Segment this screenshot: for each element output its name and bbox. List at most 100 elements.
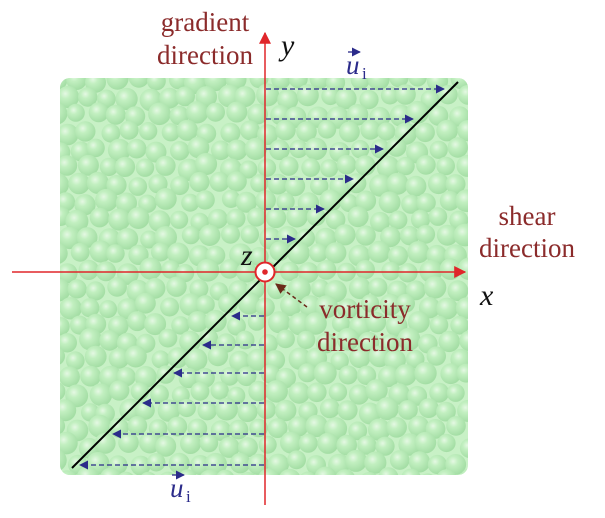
particle-sphere [427, 172, 450, 195]
z-axis-label: z [240, 239, 253, 272]
particle-sphere [416, 155, 436, 175]
particle-sphere [116, 228, 139, 250]
particle-sphere [288, 312, 312, 336]
particle-sphere [147, 453, 166, 472]
particle-sphere [427, 454, 447, 475]
particle-sphere [414, 431, 437, 454]
particle-sphere [157, 399, 181, 422]
u-bottom-symbol: u [170, 473, 184, 503]
particle-sphere [297, 363, 317, 383]
particle-sphere [60, 123, 79, 146]
particle-sphere [288, 78, 308, 89]
gradient-direction-label-line2: direction [157, 40, 253, 70]
particle-sphere [170, 141, 190, 161]
particle-sphere [428, 207, 448, 226]
particle-sphere [301, 158, 321, 178]
particle-sphere [197, 401, 217, 421]
particle-sphere [348, 384, 370, 405]
particle-sphere [459, 330, 468, 352]
particle-sphere [365, 311, 387, 333]
particle-sphere [158, 328, 178, 348]
particle-sphere [187, 311, 209, 332]
particle-sphere [204, 309, 227, 333]
particle-sphere [317, 120, 337, 139]
u-bottom-subscript: i [186, 487, 191, 506]
particle-sphere [258, 334, 278, 354]
particle-sphere [405, 175, 427, 197]
particle-sphere [335, 87, 357, 110]
particle-sphere [388, 210, 408, 230]
particle-sphere [86, 281, 106, 301]
particle-sphere [206, 102, 225, 122]
particle-sphere [128, 78, 150, 88]
particle-sphere [234, 86, 256, 108]
particle-sphere [267, 418, 288, 438]
particle-sphere [380, 226, 401, 248]
particle-sphere [128, 244, 149, 265]
particle-sphere [386, 137, 407, 157]
particle-sphere [275, 399, 297, 422]
particle-sphere [286, 206, 308, 228]
particle-sphere [99, 330, 120, 351]
particle-sphere [107, 138, 131, 162]
particle-sphere [256, 83, 280, 107]
x-axis-label: x [479, 279, 494, 312]
particle-sphere [336, 434, 358, 456]
particle-sphere [107, 277, 127, 297]
particle-sphere [398, 400, 418, 420]
particle-sphere [265, 380, 288, 403]
particle-sphere [226, 171, 247, 192]
particle-sphere [355, 190, 377, 212]
particle-sphere [221, 224, 240, 244]
particle-sphere [408, 451, 431, 473]
particle-sphere [445, 174, 466, 195]
particle-sphere [155, 155, 176, 176]
particle-sphere [247, 312, 266, 331]
particle-sphere [360, 119, 381, 140]
particle-sphere [277, 89, 299, 111]
particle-sphere [368, 240, 391, 263]
particle-sphere [89, 207, 110, 228]
particle-sphere [401, 194, 421, 214]
particle-sphere [447, 280, 468, 302]
particle-sphere [181, 193, 200, 212]
particle-sphere [348, 277, 371, 300]
particle-sphere [357, 435, 377, 455]
particle-sphere [269, 139, 290, 161]
particle-sphere [280, 294, 302, 317]
particle-sphere [256, 400, 276, 420]
particle-sphere [436, 297, 458, 320]
particle-sphere [314, 466, 337, 475]
particle-sphere [89, 240, 112, 263]
particle-sphere [79, 327, 102, 351]
particle-sphere [376, 155, 400, 179]
particle-sphere [94, 432, 116, 454]
particle-sphere [296, 330, 316, 350]
particle-sphere [435, 469, 458, 475]
particle-sphere [456, 363, 468, 383]
particle-sphere [60, 278, 71, 302]
particle-sphere [60, 317, 70, 336]
u-top-symbol: u [346, 50, 360, 80]
particle-sphere [350, 78, 370, 90]
particle-sphere [106, 244, 125, 263]
particle-sphere [115, 87, 138, 111]
particle-sphere [377, 122, 396, 141]
particle-sphere [320, 159, 339, 178]
particle-sphere [356, 365, 377, 385]
particle-sphere [378, 467, 399, 475]
particle-sphere [67, 279, 87, 299]
particle-sphere [257, 124, 278, 145]
particle-sphere [248, 380, 269, 402]
particle-sphere [60, 85, 80, 109]
particle-sphere [304, 312, 327, 335]
particle-sphere [334, 469, 356, 475]
particle-sphere [250, 174, 269, 193]
particle-sphere [60, 448, 67, 472]
particle-sphere [257, 158, 277, 177]
particle-sphere [458, 84, 468, 105]
particle-sphere [76, 227, 98, 248]
particle-sphere [106, 78, 129, 90]
particle-sphere [221, 189, 241, 208]
particle-sphere [139, 122, 158, 141]
